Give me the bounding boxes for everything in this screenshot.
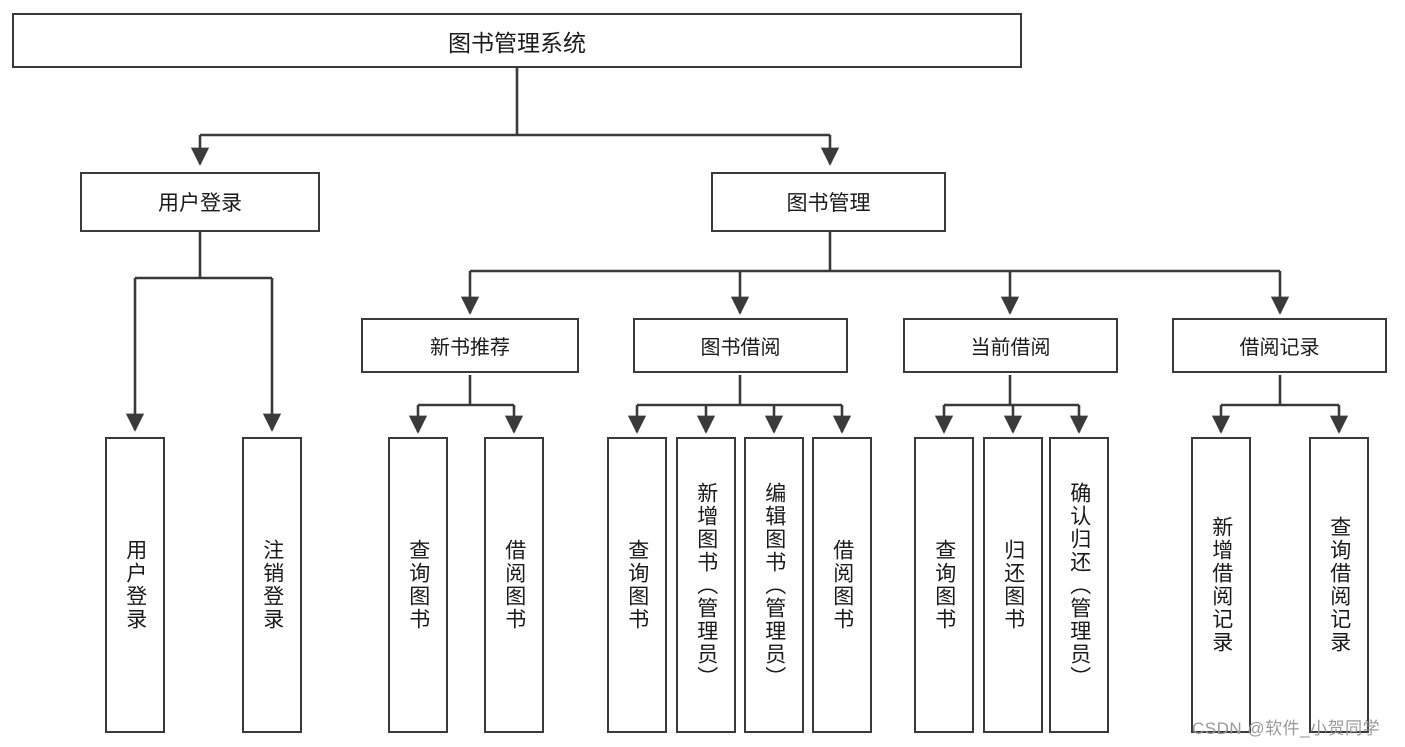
leaf-borrow-query-book-label: 查询图书 [625, 539, 649, 631]
leaf-current-confirm-return-admin-label: 确认归还（管理员） [1067, 481, 1091, 689]
leaf-recommend-borrow-book[interactable]: 借阅图书 [484, 437, 544, 733]
watermark-text: CSDN @软件_小贺同学 [1192, 719, 1381, 738]
node-current-borrow[interactable]: 当前借阅 [903, 318, 1118, 373]
node-book-borrow-label: 图书借阅 [700, 337, 781, 359]
node-borrow-record-label: 借阅记录 [1239, 337, 1320, 359]
leaf-current-return-book-label: 归还图书 [1001, 539, 1025, 631]
leaf-record-query[interactable]: 查询借阅记录 [1309, 437, 1369, 733]
node-root-system[interactable]: 图书管理系统 [12, 13, 1022, 68]
node-new-book-recommend-label: 新书推荐 [430, 337, 510, 359]
leaf-current-return-book[interactable]: 归还图书 [983, 437, 1043, 733]
leaf-recommend-borrow-book-label: 借阅图书 [502, 539, 526, 631]
node-user-login[interactable]: 用户登录 [80, 172, 320, 232]
leaf-user-login-do[interactable]: 用户登录 [105, 437, 165, 733]
leaf-current-confirm-return-admin[interactable]: 确认归还（管理员） [1049, 437, 1109, 733]
leaf-borrow-query-book[interactable]: 查询图书 [607, 437, 667, 733]
leaf-record-query-label: 查询借阅记录 [1327, 516, 1351, 654]
node-book-management[interactable]: 图书管理 [711, 172, 946, 232]
node-borrow-record[interactable]: 借阅记录 [1172, 318, 1387, 373]
leaf-user-logout-label: 注销登录 [260, 539, 284, 631]
leaf-borrow-borrow-book[interactable]: 借阅图书 [812, 437, 872, 733]
node-book-borrow[interactable]: 图书借阅 [633, 318, 848, 373]
leaf-current-query-book-label: 查询图书 [932, 539, 956, 631]
node-user-login-label: 用户登录 [158, 192, 242, 215]
leaf-borrow-add-book-admin[interactable]: 新增图书（管理员） [676, 437, 736, 733]
leaf-current-query-book[interactable]: 查询图书 [914, 437, 974, 733]
leaf-borrow-add-book-admin-label: 新增图书（管理员） [694, 481, 718, 689]
node-new-book-recommend[interactable]: 新书推荐 [361, 318, 579, 373]
leaf-borrow-edit-book-admin-label: 编辑图书（管理员） [762, 481, 786, 689]
leaf-borrow-borrow-book-label: 借阅图书 [830, 539, 854, 631]
node-root-label: 图书管理系统 [448, 29, 586, 56]
leaf-recommend-query-book[interactable]: 查询图书 [388, 437, 448, 733]
node-current-borrow-label: 当前借阅 [970, 337, 1051, 359]
node-book-management-label: 图书管理 [786, 192, 871, 215]
leaf-record-add-label: 新增借阅记录 [1209, 516, 1233, 654]
leaf-record-add[interactable]: 新增借阅记录 [1191, 437, 1251, 733]
leaf-recommend-query-book-label: 查询图书 [406, 539, 430, 631]
leaf-user-login-do-label: 用户登录 [123, 539, 147, 631]
leaf-user-logout[interactable]: 注销登录 [242, 437, 302, 733]
leaf-borrow-edit-book-admin[interactable]: 编辑图书（管理员） [744, 437, 804, 733]
